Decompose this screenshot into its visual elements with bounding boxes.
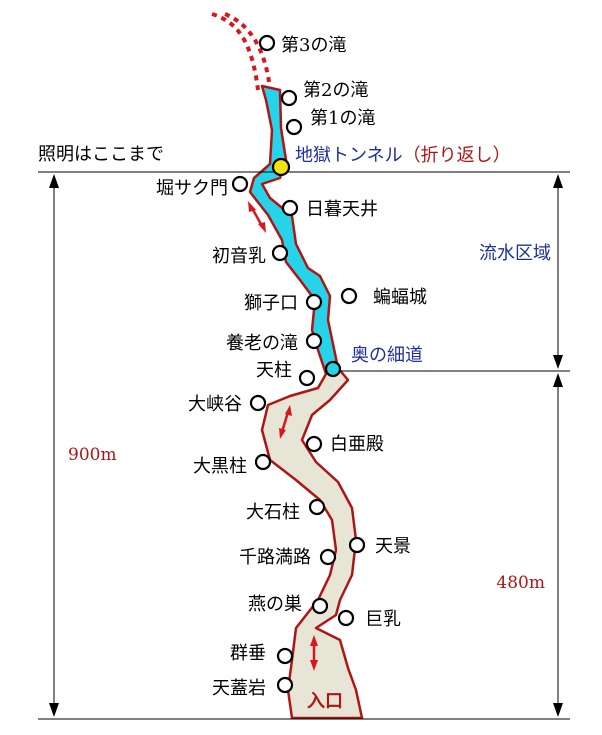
station-label: 白亜殿 [330,434,384,455]
station-label: 燕の巣 [248,594,302,615]
station-marker [280,89,298,107]
station-marker [276,647,294,665]
station-label: 初音乳 [212,246,266,267]
station-label: 堀サク門 [156,178,228,199]
station-label: 千路満路 [239,547,311,568]
station-marker [305,332,323,350]
station-label: 大石柱 [246,502,300,523]
station-label: 群垂 [230,643,266,664]
station-marker [305,293,323,311]
station-marker [340,287,358,305]
station-markers [231,34,366,694]
station-label: 養老の滝 [226,333,298,354]
station-label: 大峡谷 [188,394,242,415]
direction-arrow-middle [279,405,292,439]
station-marker [308,498,326,516]
direction-arrow-lower [310,635,318,671]
tunnel-label: 地獄トンネル（折り返し） [295,145,511,166]
station-marker [231,175,249,193]
unexplored-route-dotted-2 [224,12,272,91]
station-label: 日暮天井 [306,199,378,220]
lower-length-label: 480m [496,573,545,593]
total-length-label: 900m [68,445,117,465]
tunnel-name: 地獄トンネル [295,145,403,166]
dimension-water-arrowhead-bottom [553,355,563,369]
tunnel-note: （折り返し） [403,145,511,166]
station-marker [348,536,366,554]
station-label: 第1の滝 [310,108,375,129]
entrance-label: 入口 [307,691,343,712]
direction-arrow-upper [248,201,266,233]
oku-no-hosomichi-marker [324,360,342,378]
dimension-900m-arrowhead-top [49,174,59,188]
station-marker [276,676,294,694]
station-marker [271,244,289,262]
station-label: 獅子口 [244,293,298,314]
station-marker [249,394,267,412]
station-marker [311,597,329,615]
station-label: 蝙蝠城 [373,287,427,308]
oku-no-hosomichi-label: 奥の細道 [351,345,423,366]
station-label: 天景 [375,536,411,557]
station-marker [337,609,355,627]
station-label: 大黒柱 [193,456,247,477]
station-marker [305,435,323,453]
turnaround-marker [271,157,291,177]
station-marker [254,453,272,471]
dimension-480m-arrowhead-top [553,373,563,387]
dimension-480m-arrowhead-bottom [553,703,563,717]
dimension-water-arrowhead-top [553,174,563,188]
station-marker [285,118,303,136]
dimension-900m-arrowhead-bottom [49,703,59,717]
station-label: 第2の滝 [303,80,368,101]
station-label: 第3の滝 [281,35,346,56]
station-label: 巨乳 [365,609,401,630]
station-label: 天蓋岩 [212,678,266,699]
station-label: 天柱 [256,360,292,381]
station-marker [258,34,276,52]
lighting-limit-label: 照明はここまで [38,144,164,165]
dry-cave-passage [260,366,364,720]
water-zone-label: 流水区域 [479,243,551,264]
unexplored-route-dotted [211,12,260,91]
station-marker [319,548,337,566]
station-marker [281,199,299,217]
station-marker [298,369,316,387]
